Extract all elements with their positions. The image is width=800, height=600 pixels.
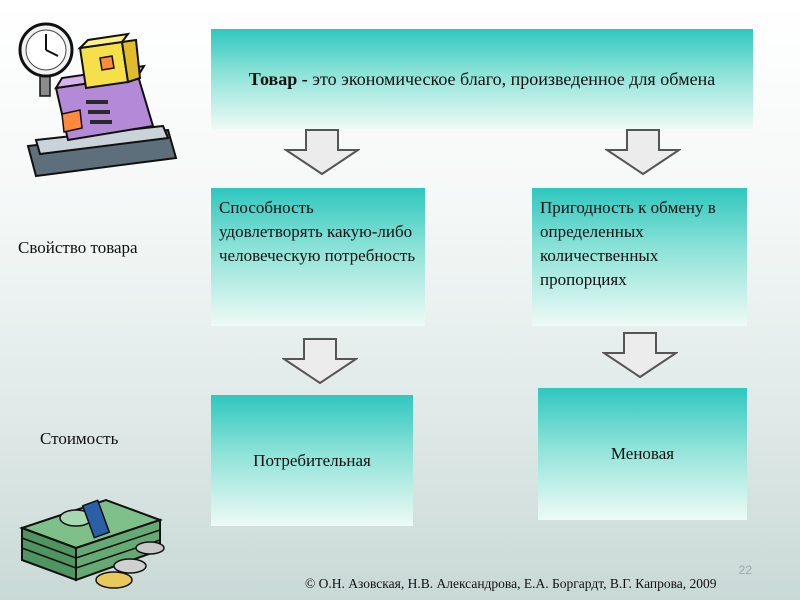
exchange-value-text: Меновая <box>610 444 675 463</box>
goods-definition-text: Товар - это экономическое благо, произве… <box>249 67 715 91</box>
scale-with-goods-clipart <box>18 22 178 178</box>
exchange-property-box: Пригодность к обмену в определенных коли… <box>532 188 747 326</box>
money-stack-clipart <box>18 498 165 589</box>
goods-term: Товар - <box>248 69 308 89</box>
use-value-property-text: Способность удовлетворять какую-либо чел… <box>219 198 416 265</box>
arrow-down-icon <box>602 332 678 379</box>
use-value-text: Потребительная <box>253 450 371 470</box>
exchange-value-box: Меновая <box>538 388 747 520</box>
arrow-down-icon <box>605 129 681 176</box>
use-value-box: Потребительная <box>211 395 413 526</box>
goods-definition-box: Товар - это экономическое благо, произве… <box>211 29 753 129</box>
arrow-down-icon <box>284 129 360 176</box>
property-row-label: Свойство товара <box>18 238 138 257</box>
goods-definition: это экономическое благо, произведенное д… <box>307 69 716 89</box>
arrow-down-icon <box>282 338 358 385</box>
page-number: 22 <box>738 563 752 577</box>
copyright-footer: © О.Н. Азовская, Н.В. Александрова, Е.А.… <box>305 576 717 591</box>
use-value-property-box: Способность удовлетворять какую-либо чел… <box>211 188 425 326</box>
exchange-property-text: Пригодность к обмену в определенных коли… <box>540 198 716 289</box>
value-row-label: Стоимость <box>40 429 119 448</box>
